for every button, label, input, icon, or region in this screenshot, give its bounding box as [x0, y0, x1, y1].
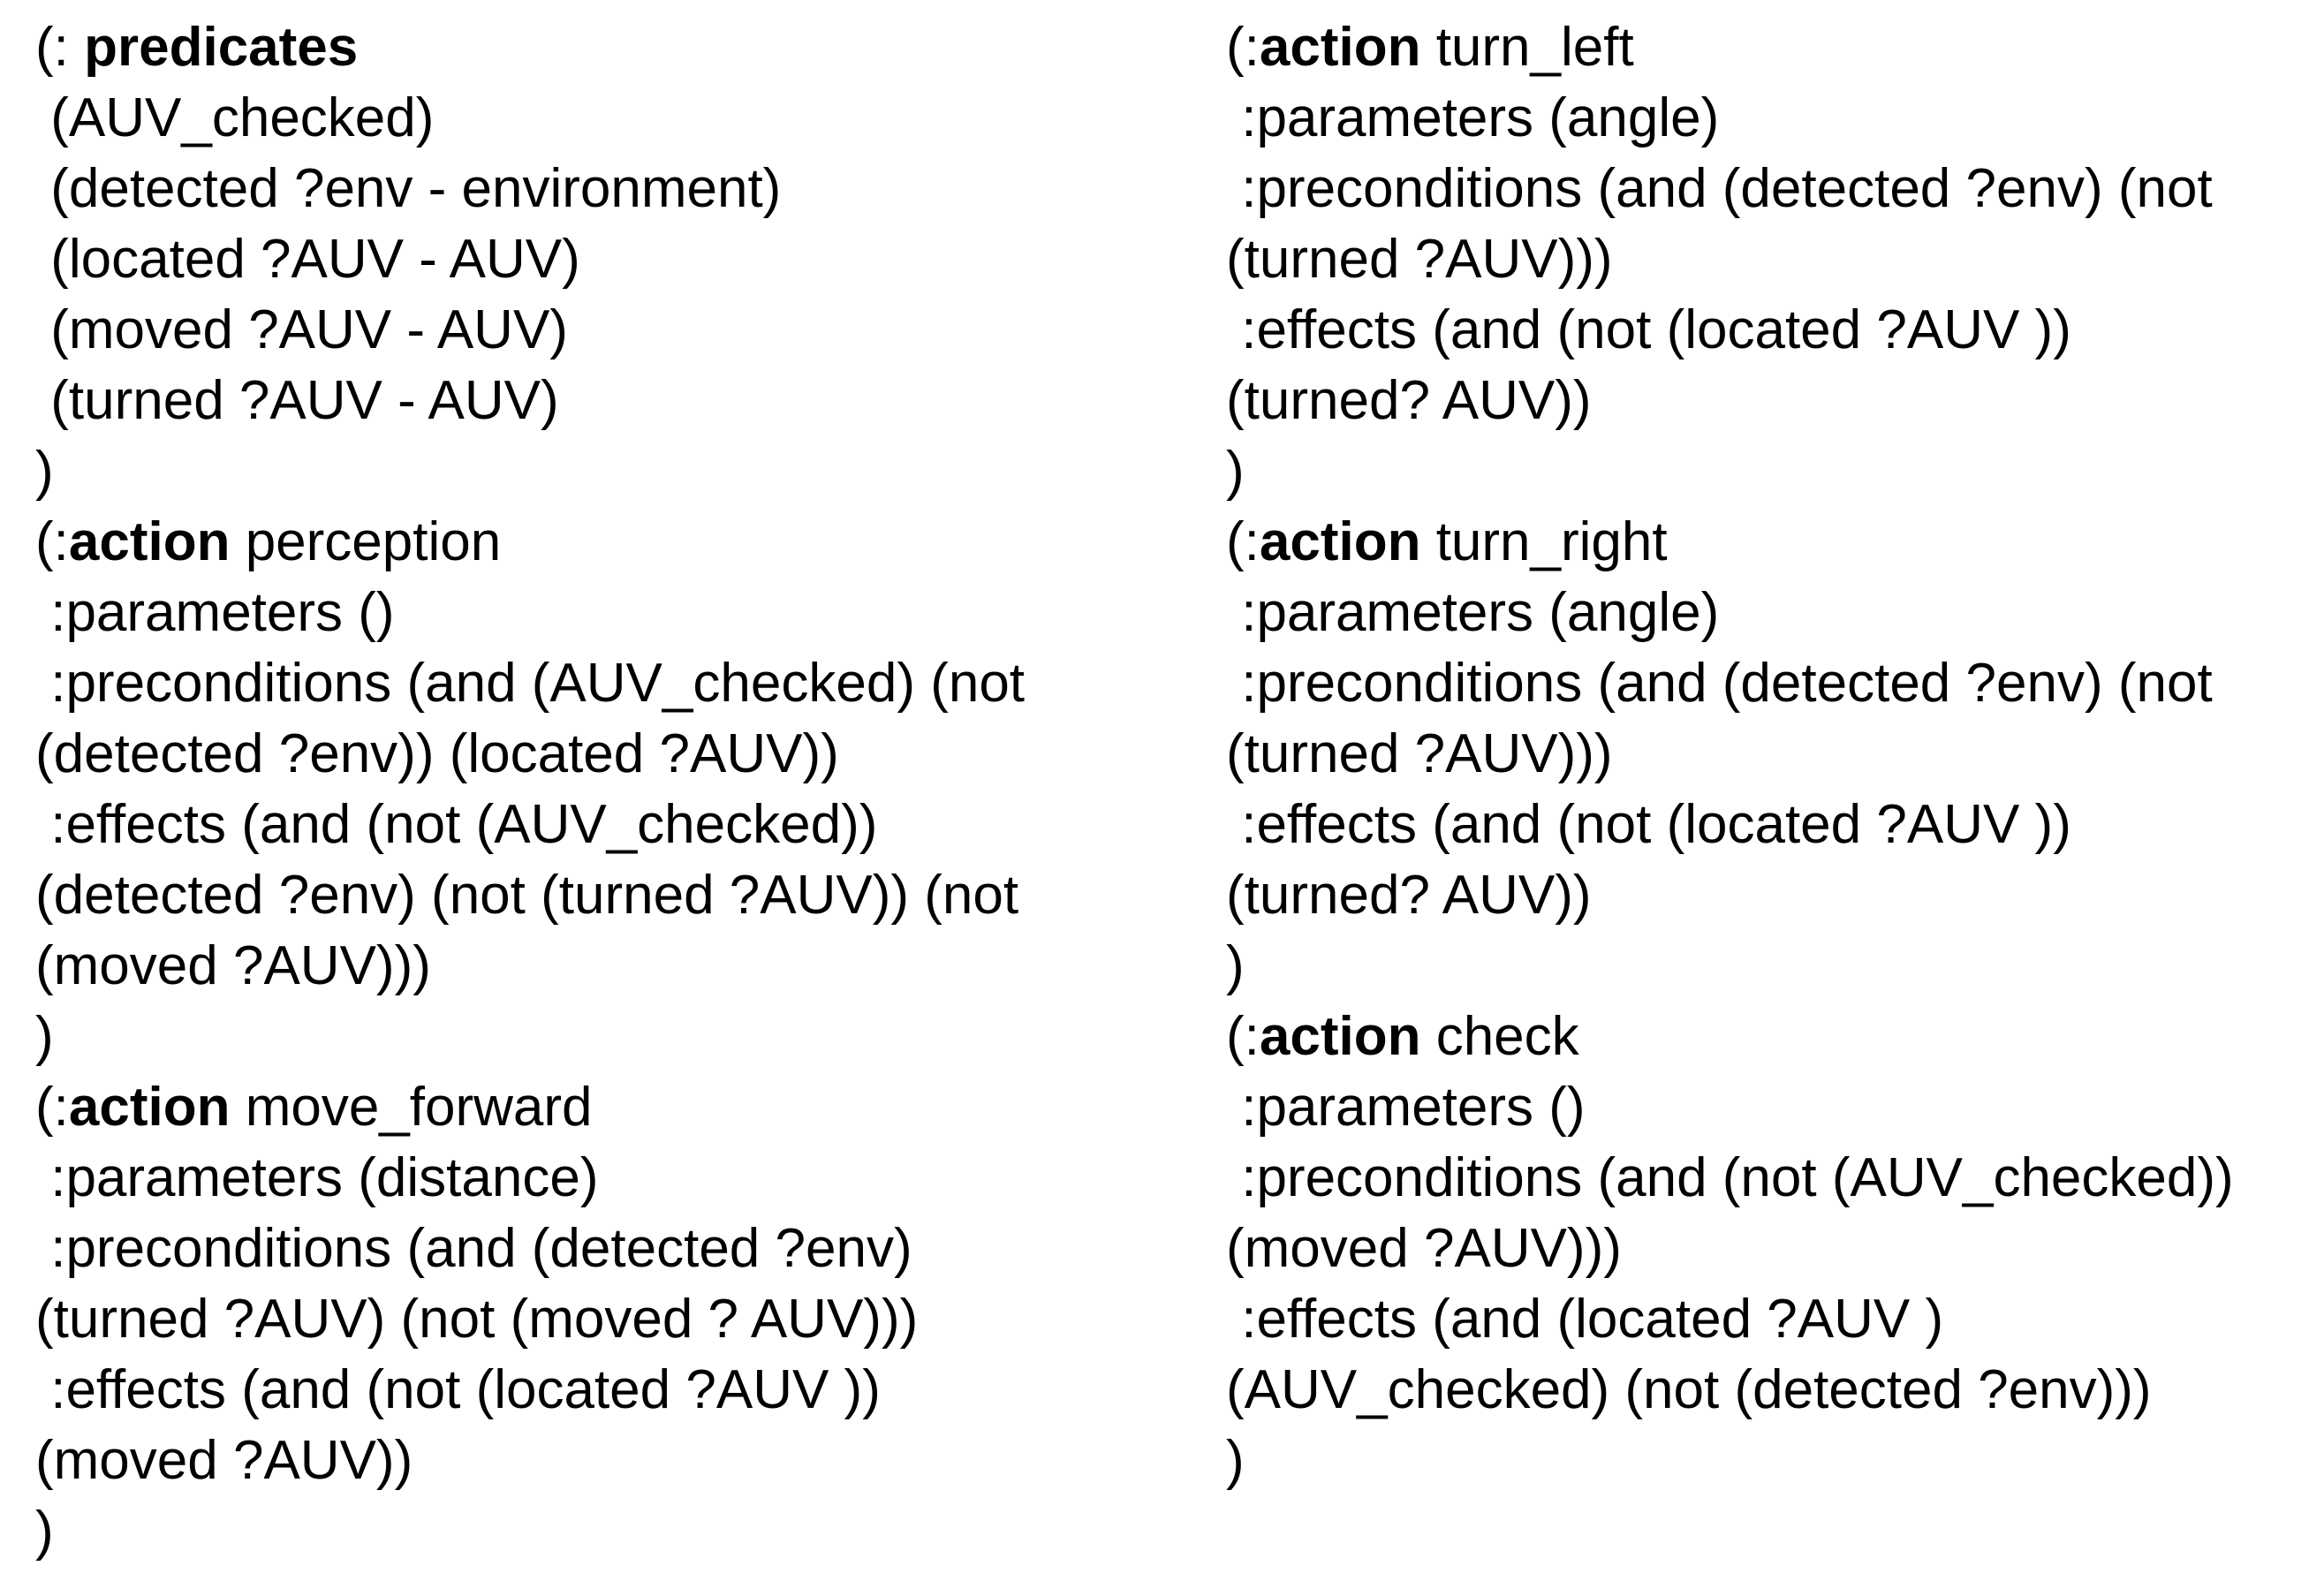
code-line: (detected ?env) (not (turned ?AUV)) (not — [35, 860, 1192, 931]
keyword-text: action — [1259, 511, 1421, 572]
code-line: ) — [1226, 436, 2324, 507]
code-text: ) — [35, 1006, 54, 1067]
code-line: (turned ?AUV))) — [1226, 224, 2324, 295]
pddl-left-column: (: predicates (AUV_checked) (detected ?e… — [35, 12, 1192, 1567]
code-text: (AUV_checked) (not (detected ?env))) — [1226, 1359, 2152, 1420]
code-text: (turned ?AUV))) — [1226, 723, 1613, 784]
code-line: (turned ?AUV) (not (moved ? AUV))) — [35, 1284, 1192, 1355]
keyword-text: predicates — [84, 17, 359, 78]
code-text: move_forward — [230, 1077, 593, 1138]
code-text: (detected ?env) (not (turned ?AUV)) (not — [35, 865, 1019, 926]
code-text: (turned? AUV)) — [1226, 865, 1592, 926]
code-text: :preconditions (and (AUV_checked) (not — [35, 653, 1026, 714]
code-line: (AUV_checked) — [35, 83, 1192, 154]
code-text: (detected ?env)) (located ?AUV)) — [35, 723, 839, 784]
code-text: (turned ?AUV) (not (moved ? AUV))) — [35, 1289, 919, 1350]
code-text: ) — [1226, 441, 1245, 502]
code-line: (detected ?env)) (located ?AUV)) — [35, 719, 1192, 790]
code-text: :preconditions (and (not (AUV_checked)) — [1226, 1147, 2234, 1208]
code-text: :parameters (distance) — [35, 1147, 599, 1208]
code-text: :parameters () — [35, 582, 395, 643]
code-text: :effects (and (not (located ?AUV )) — [1226, 794, 2071, 855]
code-line: ) — [1226, 931, 2324, 1002]
code-line: :parameters (distance) — [35, 1143, 1192, 1214]
code-line: :effects (and (not (located ?AUV )) — [1226, 295, 2324, 366]
code-line: ) — [35, 1496, 1192, 1567]
code-text: :parameters (angle) — [1226, 87, 1720, 148]
code-line: :effects (and (not (AUV_checked)) — [35, 790, 1192, 860]
code-text: (turned? AUV)) — [1226, 370, 1592, 431]
code-text: :effects (and (not (located ?AUV )) — [1226, 299, 2071, 360]
code-line: ) — [1226, 1426, 2324, 1496]
code-text: :preconditions (and (detected ?env) (not — [1226, 653, 2213, 714]
code-text: ) — [35, 1501, 54, 1562]
code-text: (moved ?AUV))) — [35, 935, 431, 996]
code-text: (moved ?AUV))) — [1226, 1218, 1622, 1279]
code-line: :parameters (angle) — [1226, 578, 2324, 648]
code-line: :effects (and (located ?AUV ) — [1226, 1284, 2324, 1355]
code-line: (:action turn_right — [1226, 507, 2324, 578]
code-line: :preconditions (and (AUV_checked) (not — [35, 648, 1192, 719]
code-line: (turned ?AUV - AUV) — [35, 366, 1192, 436]
code-text: (AUV_checked) — [35, 87, 435, 148]
code-text: :effects (and (not (AUV_checked)) — [35, 794, 878, 855]
code-text: (moved ?AUV)) — [35, 1430, 413, 1491]
code-line: (moved ?AUV)) — [35, 1426, 1192, 1496]
code-text: (: — [35, 1077, 69, 1138]
code-line: :preconditions (and (detected ?env) — [35, 1214, 1192, 1284]
code-line: (turned? AUV)) — [1226, 860, 2324, 931]
code-text: (: — [1226, 17, 1260, 78]
code-line: :effects (and (not (located ?AUV )) — [35, 1355, 1192, 1426]
code-text: :preconditions (and (detected ?env) — [35, 1218, 912, 1279]
code-text: :parameters (angle) — [1226, 582, 1720, 643]
code-line: :preconditions (and (detected ?env) (not — [1226, 154, 2324, 224]
code-text: (moved ?AUV - AUV) — [35, 299, 568, 360]
code-line: (:action perception — [35, 507, 1192, 578]
code-line: (detected ?env - environment) — [35, 154, 1192, 224]
code-line: :effects (and (not (located ?AUV )) — [1226, 790, 2324, 860]
code-line: (turned ?AUV))) — [1226, 719, 2324, 790]
keyword-text: action — [1259, 1006, 1421, 1067]
code-text: :effects (and (not (located ?AUV )) — [35, 1359, 881, 1420]
code-line: :parameters () — [1226, 1072, 2324, 1143]
keyword-text: action — [68, 1077, 231, 1138]
code-text: ) — [1226, 935, 1245, 996]
code-text: :parameters () — [1226, 1077, 1586, 1138]
code-text: turn_left — [1420, 17, 1634, 78]
code-text: (: — [1226, 511, 1260, 572]
code-line: (turned? AUV)) — [1226, 366, 2324, 436]
code-line: (:action check — [1226, 1002, 2324, 1072]
pddl-right-column: (:action turn_left :parameters (angle) :… — [1226, 12, 2324, 1496]
code-line: ) — [35, 1002, 1192, 1072]
code-line: (AUV_checked) (not (detected ?env))) — [1226, 1355, 2324, 1426]
code-text: :preconditions (and (detected ?env) (not — [1226, 158, 2213, 219]
code-line: (moved ?AUV - AUV) — [35, 295, 1192, 366]
keyword-text: action — [1259, 17, 1421, 78]
code-line: ) — [35, 436, 1192, 507]
code-line: :parameters (angle) — [1226, 83, 2324, 154]
code-text: turn_right — [1420, 511, 1668, 572]
code-text: (located ?AUV - AUV) — [35, 229, 580, 290]
code-line: (moved ?AUV))) — [35, 931, 1192, 1002]
keyword-text: action — [68, 511, 231, 572]
code-line: :parameters () — [35, 578, 1192, 648]
code-line: (moved ?AUV))) — [1226, 1214, 2324, 1284]
code-text: (: — [35, 511, 69, 572]
code-line: (:action move_forward — [35, 1072, 1192, 1143]
code-text: (turned ?AUV - AUV) — [35, 370, 559, 431]
code-text: :effects (and (located ?AUV ) — [1226, 1289, 1944, 1350]
code-text: check — [1420, 1006, 1579, 1067]
code-line: :preconditions (and (not (AUV_checked)) — [1226, 1143, 2324, 1214]
code-text: ) — [35, 441, 54, 502]
code-text: (turned ?AUV))) — [1226, 229, 1613, 290]
code-line: (located ?AUV - AUV) — [35, 224, 1192, 295]
code-line: (:action turn_left — [1226, 12, 2324, 83]
code-text: (: — [1226, 1006, 1260, 1067]
code-text: (: — [35, 17, 85, 78]
code-text: (detected ?env - environment) — [35, 158, 782, 219]
code-line: :preconditions (and (detected ?env) (not — [1226, 648, 2324, 719]
code-text: ) — [1226, 1430, 1245, 1491]
code-text: perception — [230, 511, 502, 572]
code-line: (: predicates — [35, 12, 1192, 83]
